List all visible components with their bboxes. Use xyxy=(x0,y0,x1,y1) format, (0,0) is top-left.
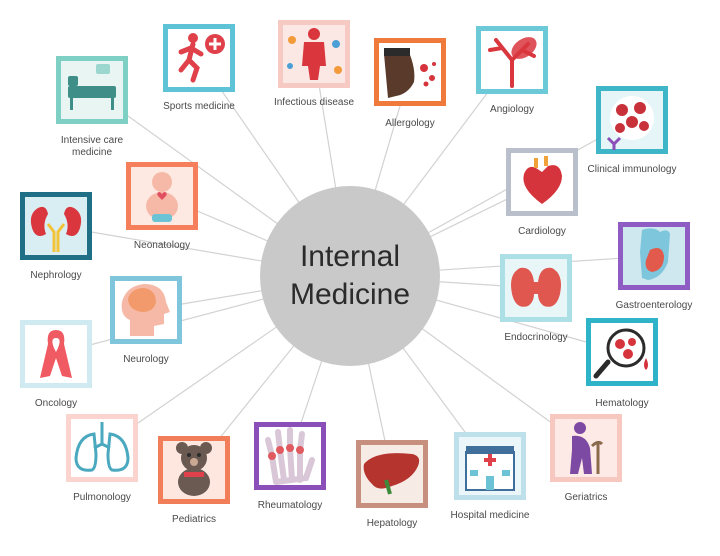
tile-endocrinology xyxy=(500,254,572,322)
hand-joints-icon xyxy=(254,422,326,490)
label-geriatrics: Geriatrics xyxy=(564,492,608,503)
label-neonatology: Neonatology xyxy=(133,240,191,251)
tile-pediatrics xyxy=(158,436,230,504)
label-cardiology: Cardiology xyxy=(518,226,566,237)
virus-body-icon xyxy=(278,20,350,88)
hub-title-line-2: Medicine xyxy=(289,278,411,311)
heart-icon xyxy=(506,148,578,216)
label-oncology: Oncology xyxy=(34,398,78,409)
tile-neurology xyxy=(110,276,182,344)
blood-vessel-icon xyxy=(476,26,548,94)
hospital-bed-icon xyxy=(56,56,128,124)
tile-pulmonology xyxy=(66,414,138,482)
label-pulmonology: Pulmonology xyxy=(73,492,131,503)
label-allergology: Allergology xyxy=(385,118,435,129)
runner-icon xyxy=(163,24,235,92)
label-hepatology: Hepatology xyxy=(366,518,418,529)
baby-icon xyxy=(126,162,198,230)
label-endocrinology: Endocrinology xyxy=(504,332,568,343)
hospital-building-icon xyxy=(454,432,526,500)
liver-icon xyxy=(356,440,428,508)
label-pediatrics: Pediatrics xyxy=(172,514,216,525)
tile-nephrology xyxy=(20,192,92,260)
blood-drop-magnifier-icon xyxy=(586,318,658,386)
central-hub: Internal Medicine xyxy=(260,186,440,366)
label-rheumatology: Rheumatology xyxy=(257,500,323,511)
lungs-icon xyxy=(66,414,138,482)
label-angiology: Angiology xyxy=(490,104,534,115)
label-sports-medicine: Sports medicine xyxy=(163,101,235,112)
tile-cardiology xyxy=(506,148,578,216)
kidney-icon xyxy=(20,192,92,260)
tile-hospital-medicine xyxy=(454,432,526,500)
ribbon-icon xyxy=(20,320,92,388)
tile-hepatology xyxy=(356,440,428,508)
label-nephrology: Nephrology xyxy=(30,270,82,281)
teddy-bear-icon xyxy=(158,436,230,504)
tile-clinical-immunology xyxy=(596,86,668,154)
tile-neonatology xyxy=(126,162,198,230)
thyroid-icon xyxy=(500,254,572,322)
tile-infectious-disease xyxy=(278,20,350,88)
label-hospital-medicine: Hospital medicine xyxy=(450,510,530,521)
tile-angiology xyxy=(476,26,548,94)
tile-oncology xyxy=(20,320,92,388)
label-clinical-immunology: Clinical immunology xyxy=(587,164,677,175)
tile-sports-medicine xyxy=(163,24,235,92)
label-intensive-care: Intensive care medicine xyxy=(60,135,124,158)
label-infectious-disease: Infectious disease xyxy=(273,97,355,108)
elderly-cane-icon xyxy=(550,414,622,482)
label-gastroenterology: Gastroenterology xyxy=(615,300,693,311)
brain-head-icon xyxy=(110,276,182,344)
tile-allergology xyxy=(374,38,446,106)
tile-gastroenterology xyxy=(618,222,690,290)
stomach-icon xyxy=(618,222,690,290)
label-hematology: Hematology xyxy=(595,398,649,409)
tile-intensive-care xyxy=(56,56,128,124)
tile-geriatrics xyxy=(550,414,622,482)
tile-rheumatology xyxy=(254,422,326,490)
hub-title-line-1: Internal xyxy=(299,240,401,273)
sneezing-face-icon xyxy=(374,38,446,106)
antibody-cells-icon xyxy=(596,86,668,154)
tile-hematology xyxy=(586,318,658,386)
label-neurology: Neurology xyxy=(123,354,169,365)
